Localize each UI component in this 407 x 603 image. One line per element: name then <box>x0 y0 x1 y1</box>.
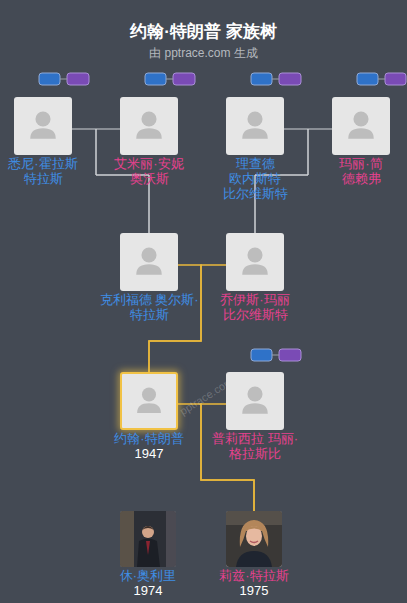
person-icon <box>122 374 176 428</box>
diagram-title: 约翰·特朗普 家族树 <box>0 20 407 43</box>
person-box: 约翰·特朗普1947 <box>120 372 178 430</box>
badge-pair <box>251 73 301 85</box>
portrait-photo <box>120 511 176 567</box>
person-icon <box>14 97 72 155</box>
birth-year: 1947 <box>93 446 205 462</box>
person-box: 克利福德 奥尔斯·特拉斯 <box>120 233 178 291</box>
person-name: 休·奥利里 <box>92 568 204 583</box>
person-icon <box>226 97 284 155</box>
person-name: 悉尼·霍拉斯 特拉斯 <box>0 156 89 186</box>
person-box: 普莉西拉 玛丽·格拉斯比 <box>226 372 284 430</box>
person-name: 克利福德 奥尔斯·特拉斯 <box>93 292 205 322</box>
person-box: 莉兹·特拉斯1975 <box>226 511 282 567</box>
birth-year: 1975 <box>198 583 310 599</box>
badge-pair <box>357 73 406 85</box>
badge-pair <box>251 349 301 361</box>
person-name: 约翰·特朗普 <box>93 431 205 446</box>
person-name: 艾米丽·安妮 奥沃斯 <box>103 156 195 186</box>
birth-year: 1974 <box>92 583 204 599</box>
person-icon <box>120 233 178 291</box>
person-name: 理查德 欧内斯特 比尔维斯特 <box>219 156 291 201</box>
person-box: 艾米丽·安妮 奥沃斯 <box>120 97 178 155</box>
person-name: 玛丽·简 德赖弗 <box>325 156 397 186</box>
person-icon <box>332 97 390 155</box>
badge-pair <box>145 73 195 85</box>
person-box: 理查德 欧内斯特 比尔维斯特 <box>226 97 284 155</box>
person-box: 休·奥利里1974 <box>120 511 176 567</box>
person-icon <box>226 233 284 291</box>
person-name: 莉兹·特拉斯 <box>198 568 310 583</box>
person-box: 乔伊斯·玛丽 比尔维斯特 <box>226 233 284 291</box>
person-box: 玛丽·简 德赖弗 <box>332 97 390 155</box>
subtitle: 由 pptrace.com 生成 <box>0 45 407 62</box>
person-name: 普莉西拉 玛丽·格拉斯比 <box>199 431 311 461</box>
portrait-photo <box>226 511 282 567</box>
person-name: 乔伊斯·玛丽 比尔维斯特 <box>199 292 311 322</box>
badge-pair <box>39 73 89 85</box>
person-icon <box>120 97 178 155</box>
person-box: 悉尼·霍拉斯 特拉斯 <box>14 97 72 155</box>
person-icon <box>226 372 284 430</box>
